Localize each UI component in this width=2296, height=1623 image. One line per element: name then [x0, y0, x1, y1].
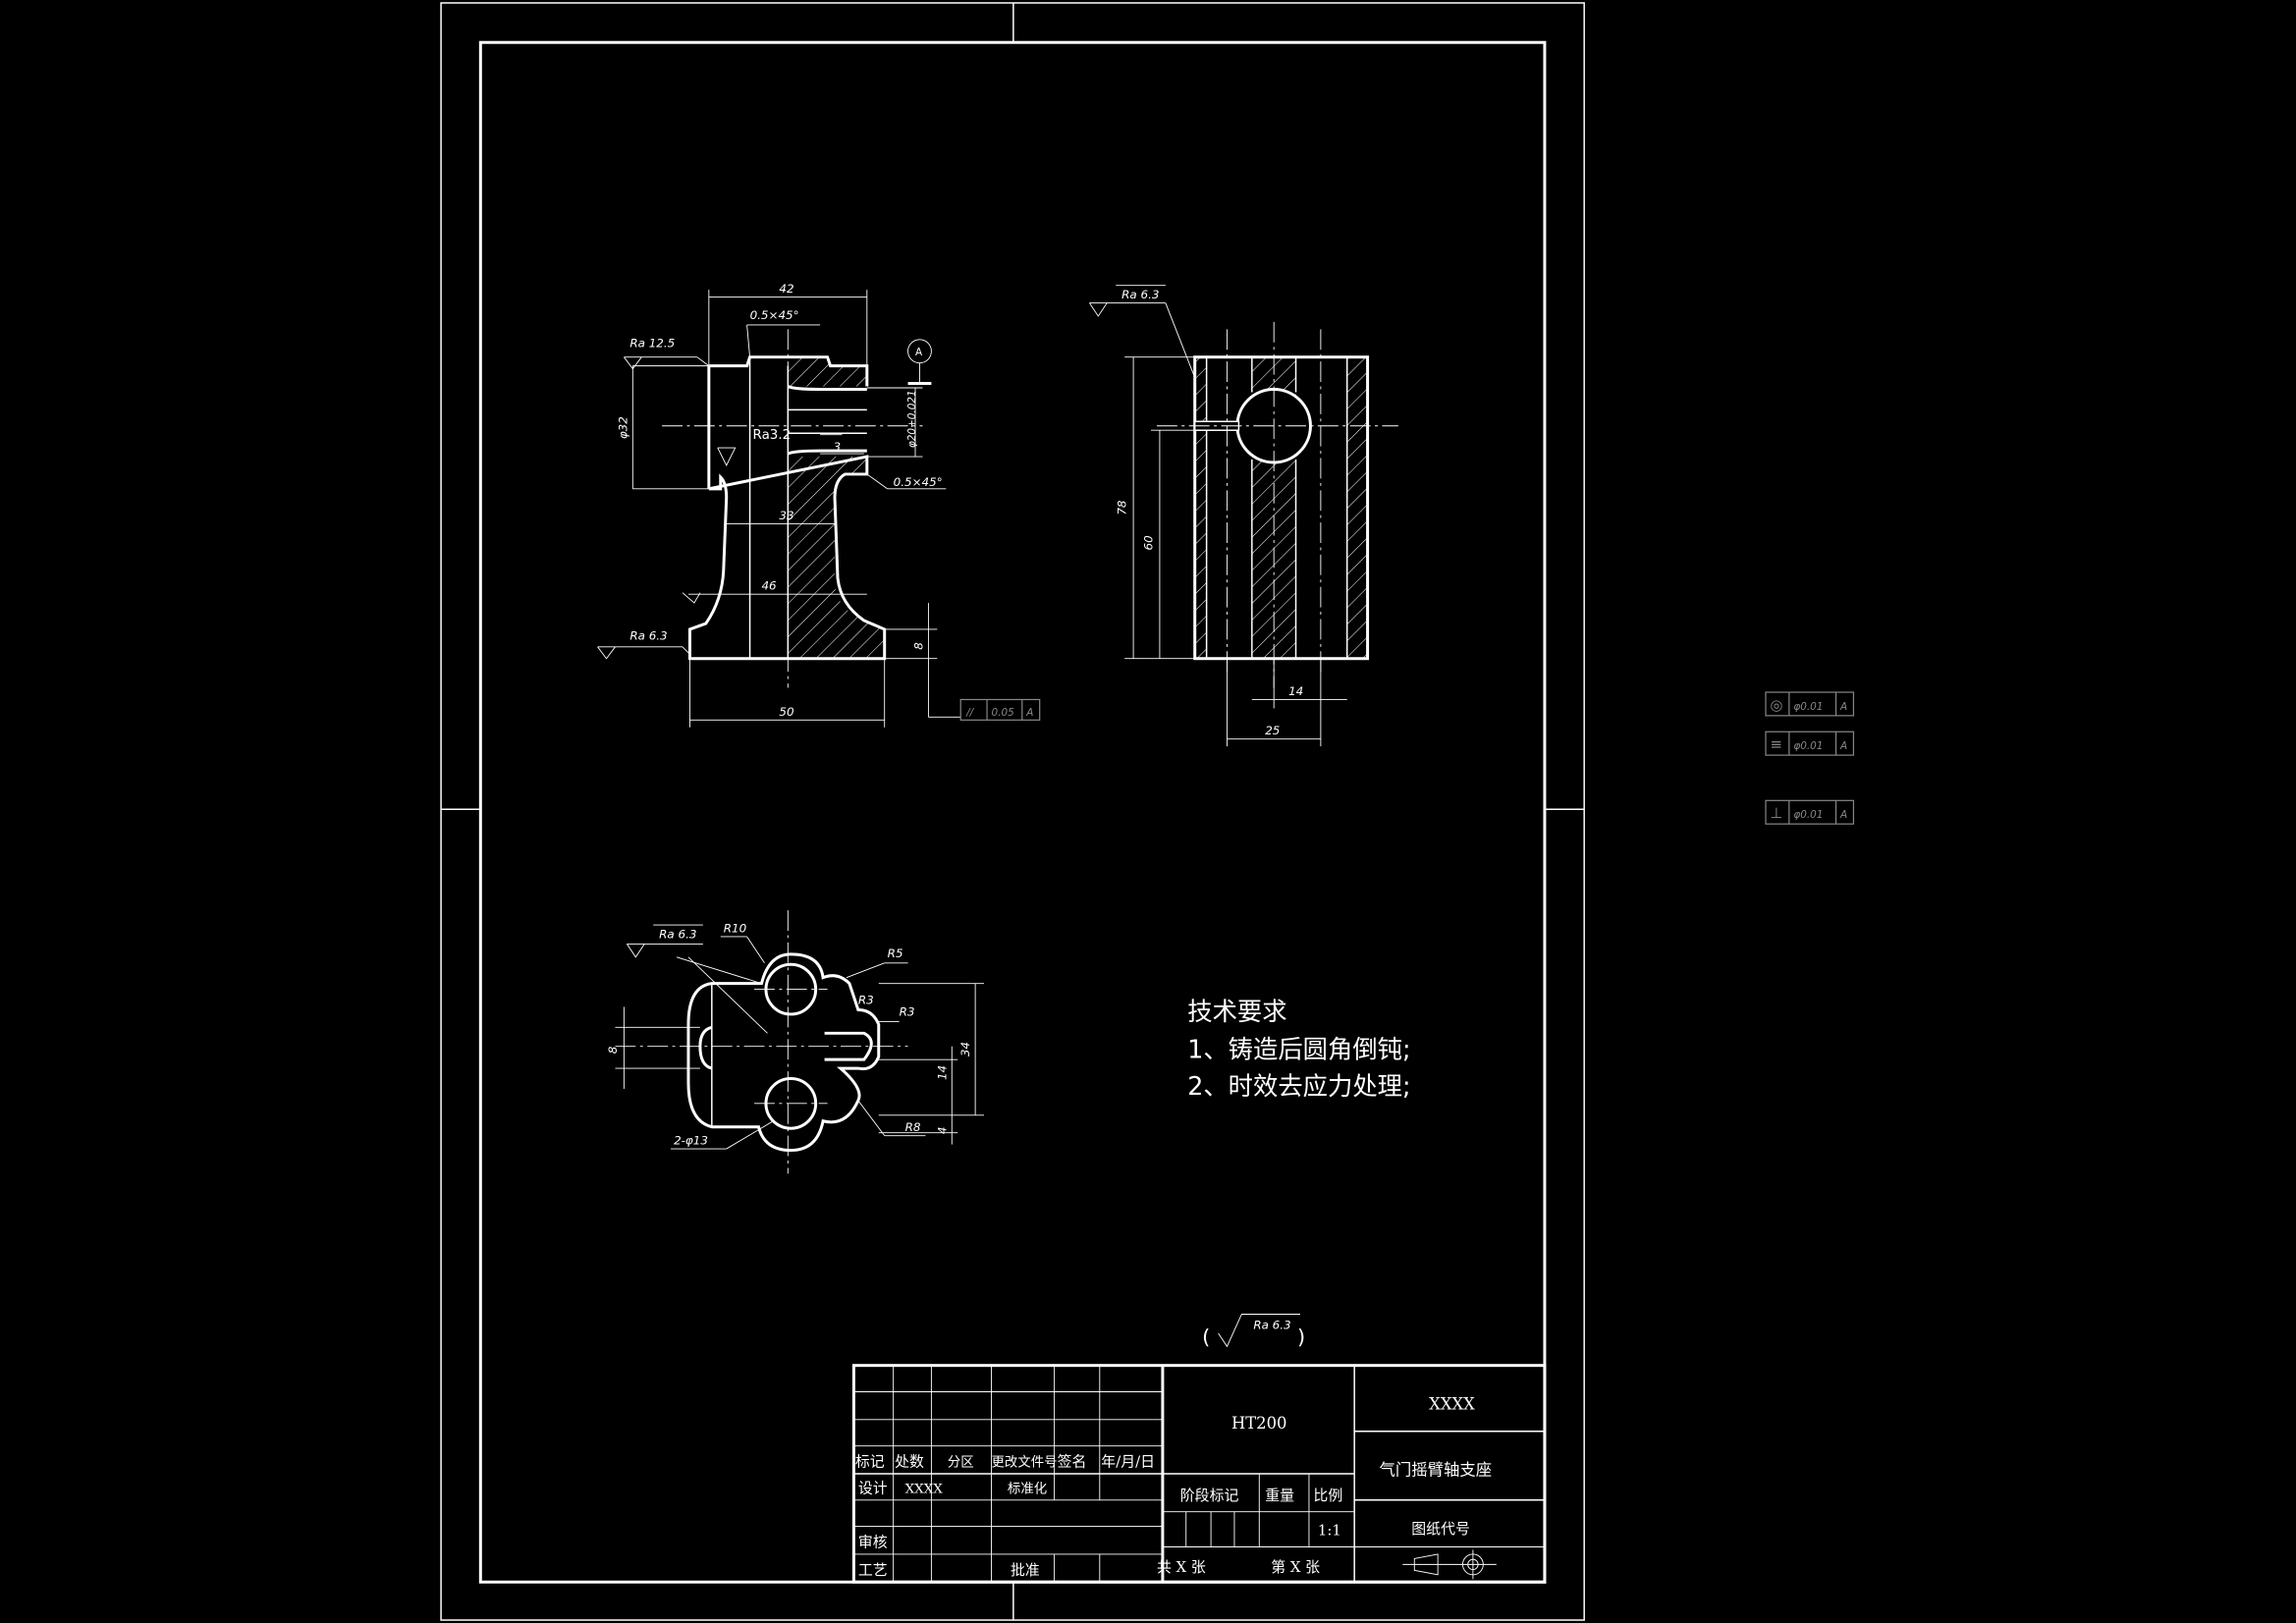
dim-chamfer-top: 0.5×45° [750, 308, 799, 322]
weight-label: 重量 [1265, 1487, 1294, 1504]
tol-value-2: φ0.01 [1793, 740, 1823, 752]
tol-value-1: φ0.01 [1793, 701, 1823, 713]
designer: XXXX [905, 1482, 944, 1496]
dim-r5: R5 [888, 947, 903, 960]
sheets-total: 共 X 张 [1157, 1558, 1206, 1576]
part-name: 气门摇臂轴支座 [1380, 1460, 1493, 1479]
roughness-side: Ra 6.3 [1121, 288, 1159, 301]
dim-phi32: φ32 [616, 416, 629, 439]
parallelism-value: 0.05 [992, 707, 1015, 719]
svg-text:): ) [1297, 1325, 1305, 1348]
front-view: 42 0.5×45° φ32 Ra 12.5 Ra3.2 3 φ20+0.021… [597, 282, 1041, 728]
review-label: 审核 [858, 1533, 888, 1550]
roughness-ra12-5: Ra 12.5 [629, 336, 675, 350]
symmetry-icon: ≡ [1770, 735, 1781, 753]
datum-a: A [915, 347, 923, 358]
dim-r10: R10 [724, 921, 746, 935]
dim-33: 33 [779, 509, 793, 522]
hdr-sign: 签名 [1058, 1453, 1087, 1471]
tol-datum-2: A [1839, 740, 1847, 752]
perpendicularity-icon: ⊥ [1770, 804, 1782, 822]
roughness-ra3-2: Ra3.2 [753, 428, 792, 443]
dim-14-side: 14 [1288, 684, 1303, 698]
tech-item-2: 2、时效去应力处理; [1187, 1071, 1410, 1101]
dim-slot-3: 3 [834, 440, 842, 454]
projection-symbol-icon [1402, 1549, 1497, 1580]
tol-value-3: φ0.01 [1793, 809, 1823, 821]
dim-14-top: 14 [935, 1065, 949, 1080]
hdr-zone: 分区 [948, 1455, 974, 1471]
dim-46: 46 [761, 579, 777, 593]
hdr-date: 年/月/日 [1101, 1453, 1155, 1471]
stage-label: 阶段标记 [1180, 1487, 1239, 1504]
hdr-count: 处数 [895, 1453, 924, 1471]
dim-4: 4 [935, 1127, 949, 1135]
hdr-mark: 标记 [855, 1453, 885, 1471]
tech-requirements: 技术要求 1、铸造后圆角倒钝; 2、时效去应力处理; [1187, 997, 1410, 1101]
dim-chamfer-bottom: 0.5×45° [894, 475, 943, 489]
drawing-number-label: 图纸代号 [1411, 1520, 1470, 1538]
general-roughness: ( Ra 6.3 ) [1202, 1314, 1305, 1348]
dim-50: 50 [779, 705, 793, 719]
top-view: 34 14 4 8 Ra 6.3 R10 R5 R3 R3 R8 2-φ13 [606, 910, 985, 1174]
company: XXXX [1429, 1394, 1475, 1413]
roughness-ra6-3-base: Ra 6.3 [629, 628, 667, 642]
dim-8-top: 8 [606, 1046, 620, 1054]
dim-25: 25 [1265, 724, 1280, 737]
tech-title: 技术要求 [1187, 997, 1286, 1026]
scale-value: 1:1 [1318, 1522, 1341, 1540]
dim-bore: φ20+0.021 [906, 390, 918, 448]
tol-datum-3: A [1839, 809, 1847, 821]
general-roughness-value: Ra 6.3 [1253, 1318, 1290, 1331]
title-block: 标记 处数 分区 更改文件号 签名 年/月/日 设计 XXXX 标准化 审核 工… [851, 1364, 1547, 1584]
dim-holes: 2-φ13 [674, 1134, 708, 1148]
parallelism-datum: A [1025, 707, 1033, 719]
design-label: 设计 [858, 1479, 888, 1496]
tech-item-1: 1、铸造后圆角倒钝; [1187, 1035, 1410, 1064]
dim-r8: R8 [905, 1120, 921, 1134]
process-label: 工艺 [858, 1561, 888, 1579]
dim-r3b: R3 [900, 1004, 915, 1018]
hdr-change-doc: 更改文件号 [992, 1455, 1058, 1471]
sheet-number: 第 X 张 [1271, 1558, 1320, 1576]
approve-label: 批准 [1011, 1561, 1040, 1579]
standardize-label: 标准化 [1008, 1481, 1047, 1496]
dim-34: 34 [958, 1042, 972, 1056]
svg-text:(: ( [1202, 1325, 1210, 1348]
concentricity-icon: ◎ [1770, 696, 1782, 714]
dim-42: 42 [779, 282, 793, 296]
material: HT200 [1231, 1414, 1286, 1433]
scale-label: 比例 [1313, 1487, 1342, 1504]
dim-8: 8 [911, 642, 925, 650]
roughness-top: Ra 6.3 [659, 927, 696, 941]
dim-r3a: R3 [858, 994, 874, 1007]
side-tolerance-frames: ◎ φ0.01 A ≡ φ0.01 A ⊥ φ0.01 A [1765, 691, 1855, 825]
dim-78: 78 [1116, 500, 1129, 515]
side-view: 78 60 14 25 Ra 6.3 [1089, 285, 1398, 747]
tol-datum-1: A [1839, 701, 1847, 713]
parallelism-symbol: // [965, 707, 975, 719]
dim-60: 60 [1141, 535, 1155, 550]
